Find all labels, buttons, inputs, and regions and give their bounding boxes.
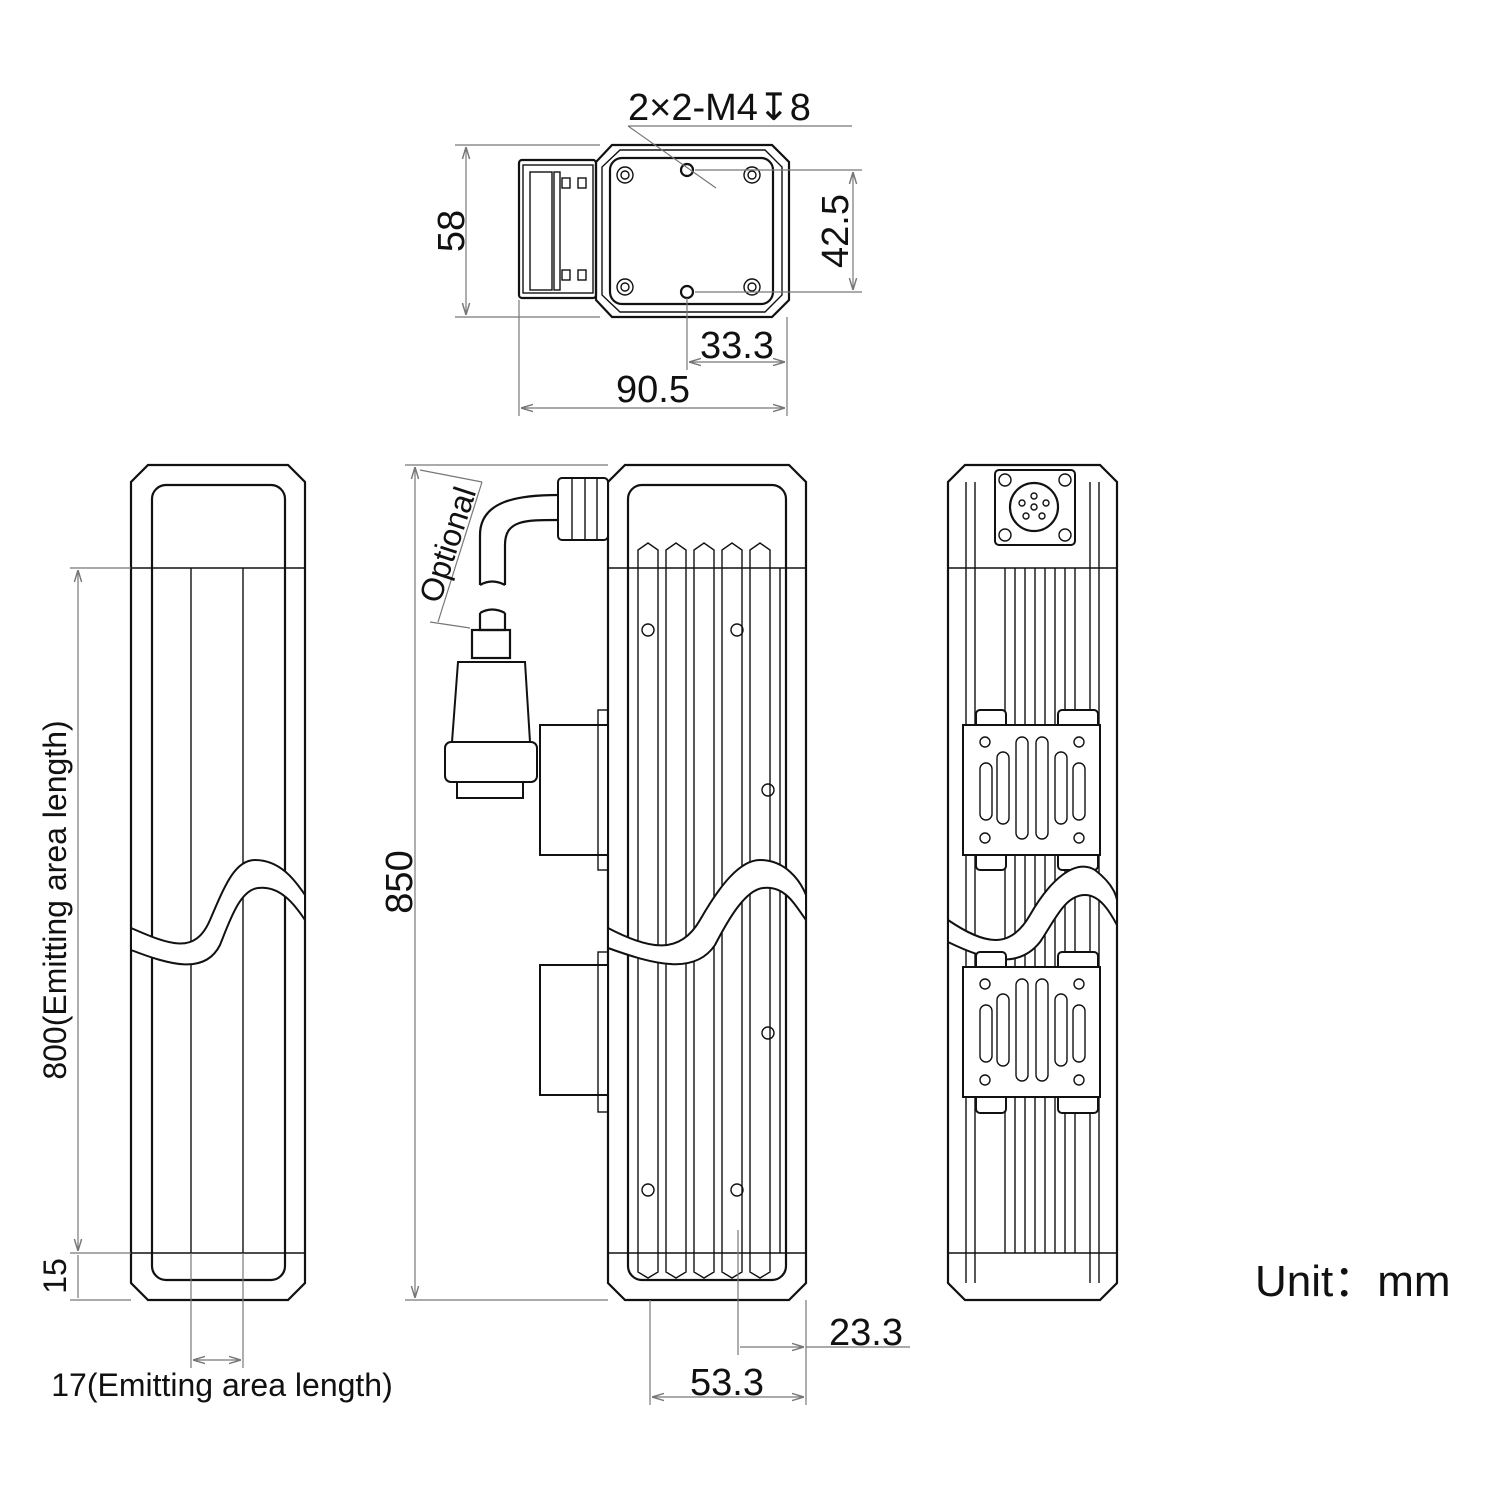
mounting-hole — [743, 278, 761, 296]
break-line — [607, 858, 807, 966]
rear-view — [946, 463, 1119, 1302]
mounting-hole — [616, 278, 634, 296]
dim-total-length: 850 — [379, 850, 421, 913]
fan-bracket-side — [539, 964, 609, 1096]
dim-hole-spacing: 42.5 — [815, 194, 857, 268]
left-view: 800(Emitting area length) 15 17(Emitting… — [37, 463, 393, 1403]
break-line — [947, 865, 1118, 961]
mounting-hole — [743, 166, 761, 184]
heatsink-fins — [637, 542, 781, 1279]
cooling-fan — [962, 951, 1101, 1114]
dim-emitting-length: 800(Emitting area length) — [37, 720, 73, 1079]
mounting-hole — [616, 166, 634, 184]
dim-emitting-width: 17(Emitting area length) — [51, 1367, 393, 1403]
unit-label: Unit：mm — [1255, 1257, 1451, 1306]
dim-end: 15 — [37, 1258, 73, 1294]
break-line — [130, 858, 306, 966]
m4-thread-hole — [679, 162, 695, 178]
dim-width: 53.3 — [690, 1362, 764, 1404]
dim-hole-offset: 33.3 — [700, 325, 774, 367]
top-view: 2×2-M4↧8 58 42.5 33.3 90.5 — [431, 87, 862, 416]
front-view: 850 Optional 53.3 23.3 — [379, 463, 910, 1405]
cable-connector — [444, 477, 609, 799]
dim-width: 90.5 — [616, 369, 690, 411]
dim-height: 58 — [431, 210, 473, 252]
cooling-fan — [962, 709, 1101, 871]
dim-offset: 23.3 — [829, 1312, 903, 1354]
power-connector — [994, 469, 1076, 546]
m4-thread-hole — [679, 284, 695, 300]
cable-optional-note: Optional — [412, 482, 483, 606]
thread-callout: 2×2-M4↧8 — [628, 87, 811, 129]
